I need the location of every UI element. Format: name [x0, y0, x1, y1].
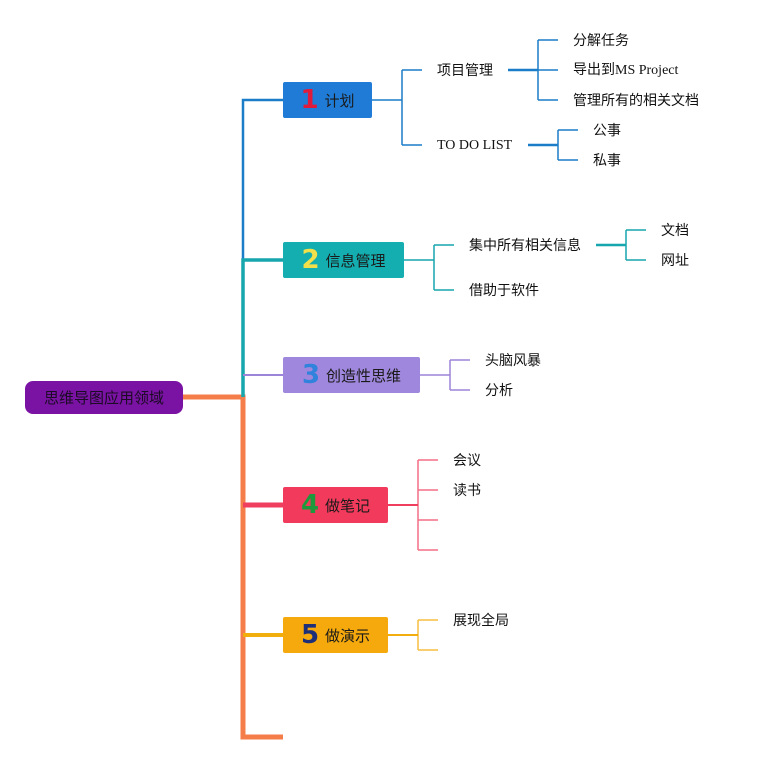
branch-label-2: 信息管理	[325, 251, 386, 270]
connector-branch-2	[241, 258, 283, 397]
branch-label-5: 做演示	[325, 626, 371, 645]
topic-split-tasks[interactable]: 分解任务	[573, 33, 629, 49]
topic-todo-list[interactable]: TO DO LIST	[437, 138, 513, 153]
branch-label-4: 做笔记	[325, 496, 371, 515]
topic-with-software[interactable]: 借助于软件	[469, 283, 539, 299]
branch-node-2[interactable]: 2 信息管理	[283, 242, 404, 278]
root-label: 思维导图应用领域	[43, 389, 164, 407]
branch-node-5[interactable]: 5 做演示	[283, 617, 388, 653]
topic-documents[interactable]: 文档	[661, 223, 689, 239]
topic-brainstorm[interactable]: 头脑风暴	[485, 353, 541, 369]
topic-urls[interactable]: 网址	[661, 253, 689, 269]
topic-manage-documents[interactable]: 管理所有的相关文档	[573, 93, 699, 109]
branch-label-3: 创造性思维	[326, 366, 402, 385]
branch-node-4[interactable]: 4 做笔记	[283, 487, 388, 523]
branch-node-3[interactable]: 3 创造性思维	[283, 357, 420, 393]
connector-branch-1	[241, 98, 283, 397]
b1-fork	[372, 69, 422, 146]
topic-analysis[interactable]: 分析	[485, 383, 513, 399]
topic-reading[interactable]: 读书	[453, 483, 481, 499]
root-node[interactable]: 思维导图应用领域	[25, 381, 183, 414]
branch-label-1: 计划	[324, 91, 355, 110]
branch-number-4: 4	[300, 490, 320, 520]
topic-meeting[interactable]: 会议	[453, 453, 481, 469]
trunk-line	[183, 394, 283, 740]
topic-centralize-info[interactable]: 集中所有相关信息	[469, 238, 581, 254]
b3-fork	[420, 359, 470, 391]
topic-export-ms-project[interactable]: 导出到MS Project	[573, 63, 679, 78]
topic-business[interactable]: 公事	[593, 123, 621, 139]
branch-number-5: 5	[300, 620, 320, 650]
branch-node-1[interactable]: 1 计划	[283, 82, 372, 118]
b2-fork	[404, 244, 454, 291]
branch-number-3: 3	[301, 360, 321, 390]
branch-number-1: 1	[300, 85, 319, 115]
topic-project-management[interactable]: 项目管理	[437, 63, 493, 79]
topic-show-overview[interactable]: 展现全局	[453, 613, 509, 629]
topic-private[interactable]: 私事	[593, 153, 621, 169]
branch-number-2: 2	[301, 245, 320, 275]
